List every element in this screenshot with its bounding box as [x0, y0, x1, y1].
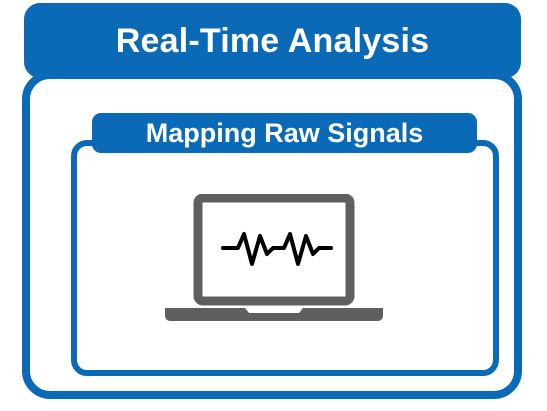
laptop-screen-frame [193, 194, 355, 306]
mapping-raw-signals-panel [71, 140, 499, 376]
laptop-base [165, 308, 383, 321]
laptop-waveform-icon [165, 194, 383, 321]
real-time-analysis-title: Real-Time Analysis [115, 21, 430, 60]
waveform-line [221, 232, 333, 266]
real-time-analysis-header: Real-Time Analysis [24, 3, 521, 78]
mapping-raw-signals-title: Mapping Raw Signals [145, 117, 424, 148]
mapping-raw-signals-header: Mapping Raw Signals [92, 113, 477, 153]
